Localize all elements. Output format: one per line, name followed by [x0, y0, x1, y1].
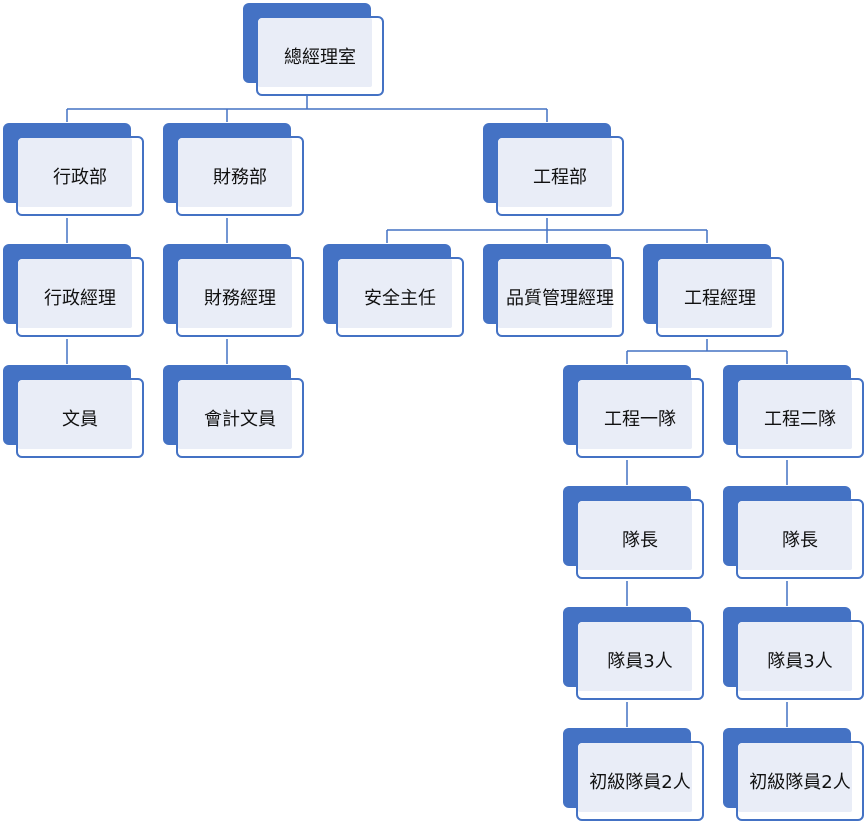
node-card: 行政經理	[16, 257, 144, 337]
node-label-finance-dept: 財務部	[213, 167, 267, 188]
node-card-fill	[18, 380, 132, 449]
node-team-2-leader: 隊長	[723, 486, 868, 581]
node-engineering-dept: 工程部	[483, 123, 628, 218]
node-card-fill	[658, 259, 772, 328]
connector-engineering-dept-to-children	[386, 218, 708, 243]
node-card: 初級隊員2人	[576, 741, 704, 821]
node-card-fill	[578, 501, 692, 570]
node-card: 財務經理	[176, 257, 304, 337]
node-card: 工程二隊	[736, 378, 864, 458]
node-card: 品質管理經理	[496, 257, 624, 337]
node-team-1-members: 隊員3人	[563, 607, 708, 702]
node-team-2-junior: 初級隊員2人	[723, 728, 868, 823]
node-card-fill	[18, 259, 132, 328]
node-card-fill	[178, 138, 292, 207]
node-label-clerk: 文員	[62, 409, 98, 430]
node-label-engineering-manager: 工程經理	[684, 288, 756, 309]
node-card-fill	[738, 743, 852, 812]
node-card: 隊長	[736, 499, 864, 579]
node-card-fill	[738, 622, 852, 691]
node-card-fill	[178, 259, 292, 328]
node-card: 初級隊員2人	[736, 741, 864, 821]
node-safety-supervisor: 安全主任	[323, 244, 468, 339]
node-team-2-members: 隊員3人	[723, 607, 868, 702]
node-gm-office: 總經理室	[243, 3, 388, 98]
node-label-team-2-leader: 隊長	[782, 530, 818, 551]
node-label-gm-office: 總經理室	[284, 47, 356, 68]
node-label-finance-manager: 財務經理	[204, 288, 276, 309]
node-card: 總經理室	[256, 16, 384, 96]
node-label-team-1-junior: 初級隊員2人	[589, 772, 691, 793]
node-card-fill	[578, 743, 692, 812]
node-card: 工程部	[496, 136, 624, 216]
node-card-fill	[738, 501, 852, 570]
node-label-team-1: 工程一隊	[604, 409, 676, 430]
node-clerk: 文員	[3, 365, 148, 460]
node-label-team-2: 工程二隊	[764, 409, 836, 430]
node-card: 安全主任	[336, 257, 464, 337]
node-card: 財務部	[176, 136, 304, 216]
node-label-engineering-dept: 工程部	[533, 167, 587, 188]
connector-gm-to-departments	[66, 96, 548, 122]
connector-engineering-manager-to-teams	[626, 339, 788, 364]
node-label-team-1-members: 隊員3人	[607, 651, 673, 672]
node-card-fill	[338, 259, 452, 328]
node-label-safety-supervisor: 安全主任	[364, 288, 436, 309]
node-team-1-leader: 隊長	[563, 486, 708, 581]
node-accounting-clerk: 會計文員	[163, 365, 308, 460]
node-card-fill	[578, 622, 692, 691]
node-team-2: 工程二隊	[723, 365, 868, 460]
node-card: 隊員3人	[576, 620, 704, 700]
node-label-team-1-leader: 隊長	[622, 530, 658, 551]
node-label-team-2-members: 隊員3人	[767, 651, 833, 672]
node-label-admin-manager: 行政經理	[44, 288, 116, 309]
node-label-accounting-clerk: 會計文員	[204, 409, 276, 430]
node-admin-manager: 行政經理	[3, 244, 148, 339]
node-card: 行政部	[16, 136, 144, 216]
node-team-1-junior: 初級隊員2人	[563, 728, 708, 823]
node-label-qa-manager: 品質管理經理	[506, 288, 614, 309]
node-engineering-manager: 工程經理	[643, 244, 788, 339]
node-label-team-2-junior: 初級隊員2人	[749, 772, 851, 793]
node-qa-manager: 品質管理經理	[483, 244, 628, 339]
node-card-fill	[498, 138, 612, 207]
node-card-fill	[18, 138, 132, 207]
node-card: 工程經理	[656, 257, 784, 337]
node-card-fill	[738, 380, 852, 449]
node-card-fill	[178, 380, 292, 449]
node-card: 會計文員	[176, 378, 304, 458]
node-team-1: 工程一隊	[563, 365, 708, 460]
node-finance-manager: 財務經理	[163, 244, 308, 339]
node-label-admin-dept: 行政部	[53, 167, 107, 188]
node-card: 隊員3人	[736, 620, 864, 700]
node-finance-dept: 財務部	[163, 123, 308, 218]
node-card-fill	[578, 380, 692, 449]
node-card-fill	[498, 259, 612, 328]
node-admin-dept: 行政部	[3, 123, 148, 218]
node-card: 隊長	[576, 499, 704, 579]
node-card: 工程一隊	[576, 378, 704, 458]
node-card-fill	[258, 18, 372, 87]
node-card: 文員	[16, 378, 144, 458]
